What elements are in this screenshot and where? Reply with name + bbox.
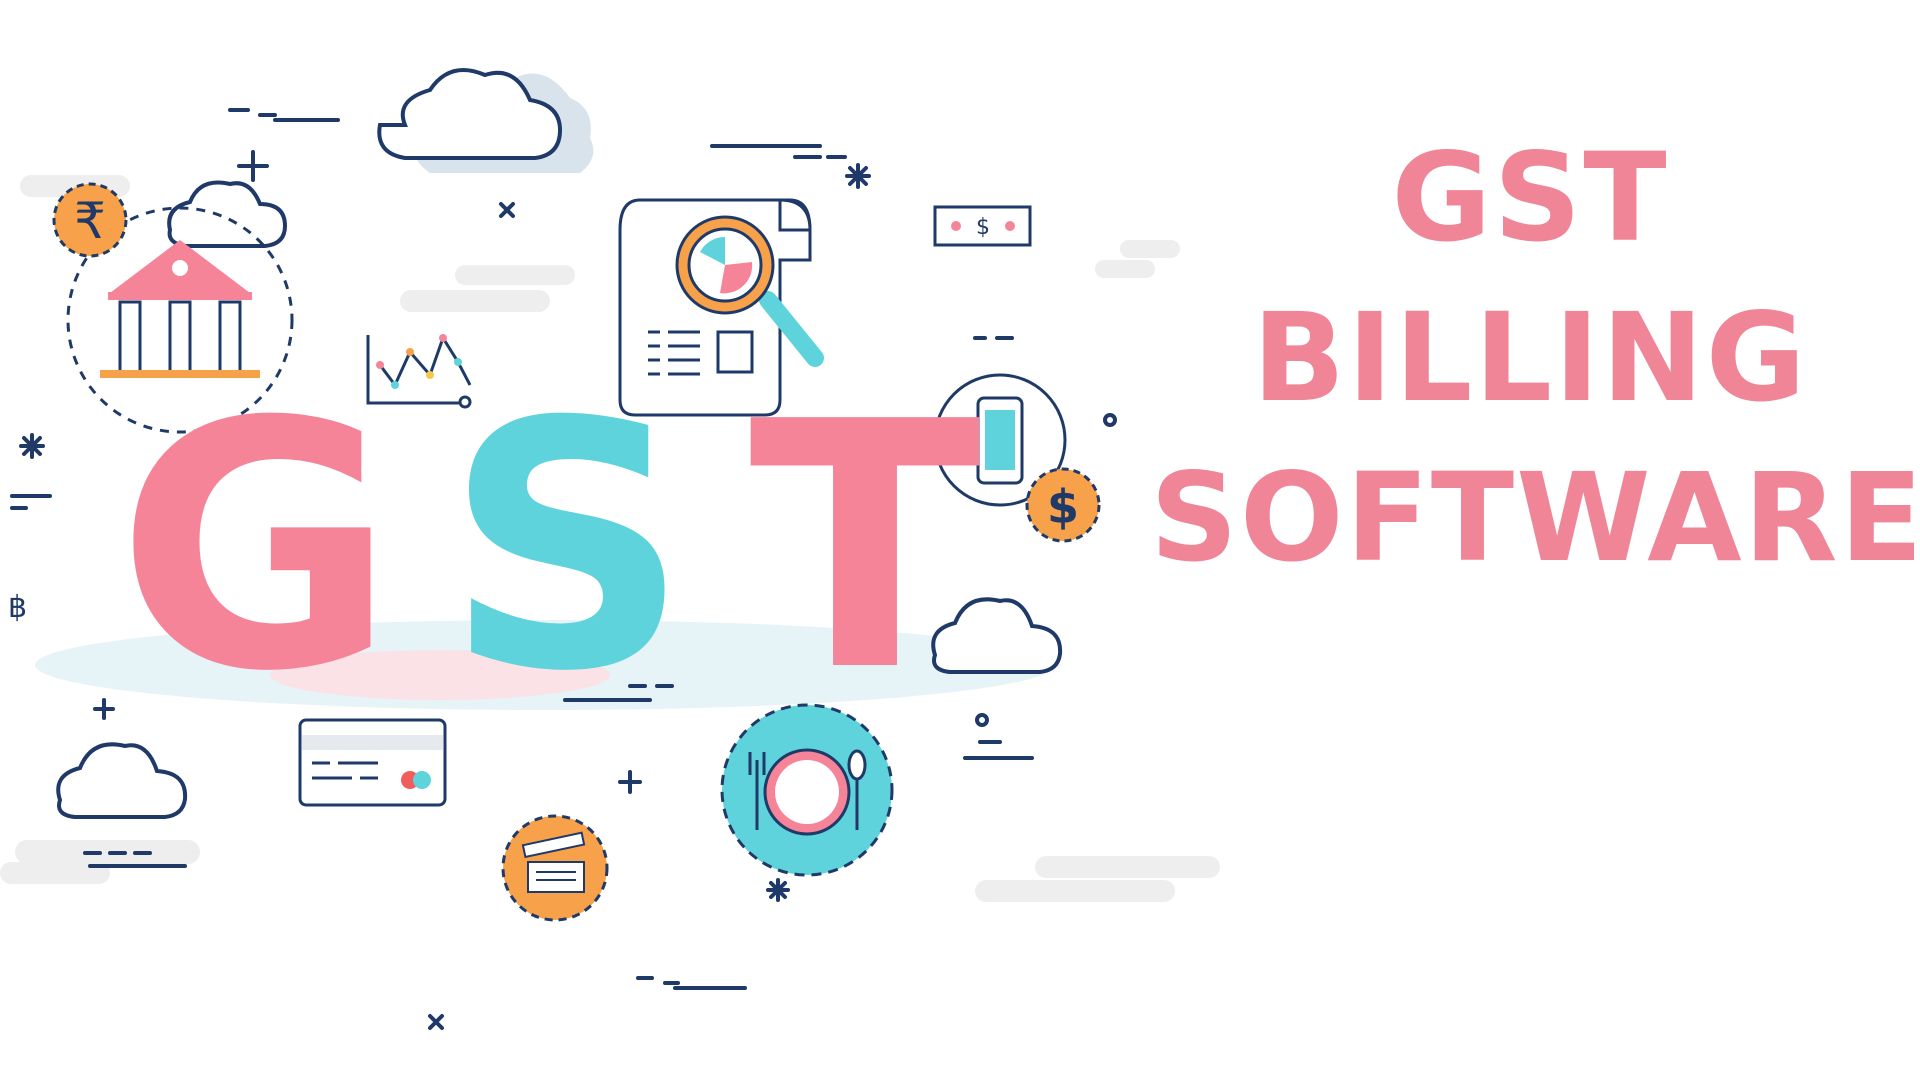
plus-icon — [618, 770, 642, 794]
floor-highlight — [270, 650, 610, 700]
headline-line-1: GST — [1391, 127, 1669, 269]
plus-icon — [237, 150, 269, 182]
credit-card-icon — [298, 718, 447, 807]
svg-text:$: $ — [976, 215, 990, 240]
cloud-icon — [931, 597, 1063, 674]
cloud-icon — [56, 742, 188, 819]
cross-icon — [499, 202, 515, 218]
asterisk-icon — [845, 163, 871, 189]
plus-icon — [93, 698, 115, 720]
smartphone-icon — [933, 373, 1067, 507]
line-chart-icon — [366, 334, 472, 409]
big-letter-t: T — [749, 350, 983, 746]
clapperboard-icon — [501, 814, 609, 922]
decorative-symbols — [19, 150, 1117, 1030]
dollar-coin-icon: $ — [1025, 467, 1101, 543]
dining-plate-icon — [720, 703, 894, 877]
headline: GST BILLING SOFTWARE — [1150, 118, 1920, 598]
cloud-icon — [377, 68, 594, 173]
banknote-icon: $ — [933, 205, 1032, 247]
cloud-icon — [167, 180, 288, 248]
bank-dashed-ring — [66, 206, 294, 434]
background-blobs — [0, 175, 1220, 902]
headline-line-3: SOFTWARE — [1150, 447, 1920, 589]
asterisk-icon — [19, 433, 45, 459]
asterisk-icon — [766, 878, 790, 902]
big-letter-g: G — [116, 350, 395, 746]
bank-icon — [100, 240, 260, 378]
headline-line-2: BILLING — [1252, 287, 1808, 429]
svg-text:₹: ₹ — [74, 192, 106, 250]
cross-icon — [428, 1014, 444, 1030]
rupee-coin-icon: ₹ — [52, 182, 128, 258]
svg-text:$: $ — [1047, 480, 1079, 534]
invoice-magnifier-icon — [618, 198, 824, 417]
bitcoin-icon: ฿ — [8, 590, 27, 625]
small-circle — [1103, 413, 1117, 427]
big-letter-s: S — [445, 350, 690, 746]
small-circle — [975, 713, 989, 727]
decorative-dashes — [10, 108, 1034, 990]
